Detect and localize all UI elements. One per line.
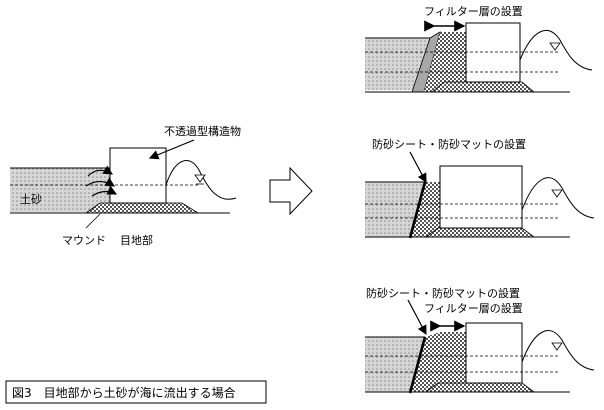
mound bbox=[430, 81, 536, 93]
mound-pointer bbox=[85, 213, 101, 229]
outflow-arrow-icon bbox=[91, 185, 118, 197]
panel-both: 防砂シート・防砂マットの設置 フィルター層の設置 bbox=[365, 286, 595, 394]
structure bbox=[465, 22, 521, 83]
wave-line bbox=[519, 30, 593, 71]
structure-pointer bbox=[148, 139, 195, 160]
mound-label: マウンド bbox=[62, 234, 106, 247]
panel-both-filter-label: フィルター層の設置 bbox=[424, 301, 523, 315]
figure-caption: 図3 目地部から土砂が海に流出する場合 bbox=[12, 385, 236, 400]
water-level-icon bbox=[551, 189, 563, 198]
structure bbox=[439, 165, 523, 229]
wave-line bbox=[521, 330, 595, 371]
panel-both-sheet-label: 防砂シート・防砂マットの設置 bbox=[366, 286, 520, 300]
structure bbox=[465, 322, 523, 384]
sand-sheet bbox=[408, 181, 427, 239]
sand-sheet bbox=[408, 336, 427, 394]
panel-sheet-label: 防砂シート・防砂マットの設置 bbox=[372, 137, 526, 151]
soil-label: 土砂 bbox=[20, 193, 42, 206]
structure-label: 不透過型構造物 bbox=[164, 124, 241, 138]
outflow-arrow-icon bbox=[85, 177, 116, 187]
water-level-icon bbox=[551, 342, 563, 351]
wave-line bbox=[165, 160, 237, 200]
impermeable-structure bbox=[109, 147, 167, 204]
outflow-arrow-icon bbox=[87, 165, 114, 177]
panel-sheet: 防砂シート・防砂マットの設置 bbox=[365, 137, 595, 239]
main-diagram: 不透過型構造物 土砂 マウンド 目地部 bbox=[10, 124, 241, 247]
transition-arrow-icon bbox=[269, 166, 313, 216]
panel-filter: フィルター層の設置 bbox=[365, 4, 593, 93]
water-level-icon bbox=[194, 174, 206, 183]
mound bbox=[84, 202, 200, 214]
panel-filter-label: フィルター層の設置 bbox=[424, 4, 523, 18]
soil-body bbox=[10, 168, 110, 212]
water-level-icon bbox=[549, 42, 561, 51]
mound bbox=[424, 382, 536, 393]
mound bbox=[424, 227, 536, 238]
joint-label: 目地部 bbox=[120, 233, 153, 247]
wave-line bbox=[521, 177, 595, 219]
caption-box bbox=[5, 380, 267, 404]
